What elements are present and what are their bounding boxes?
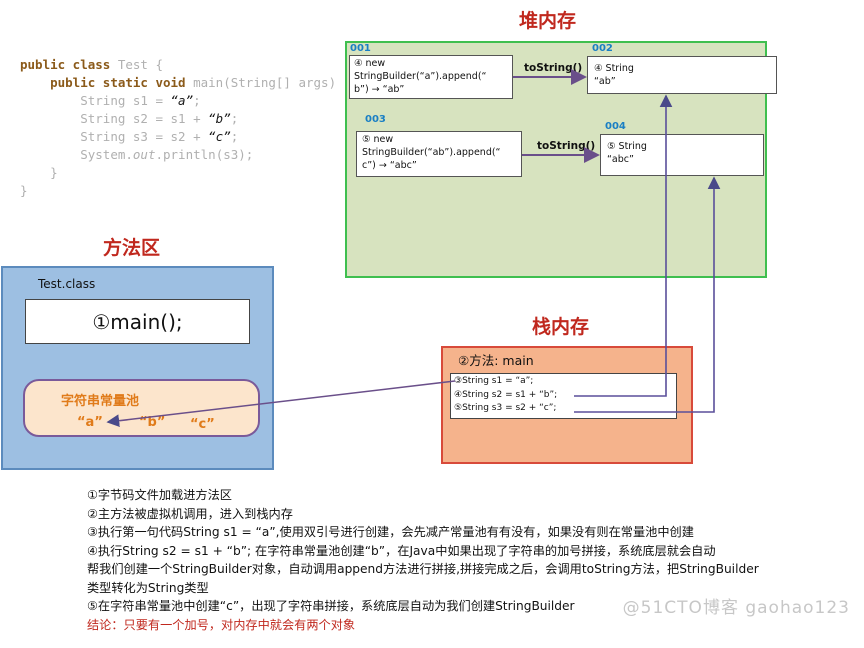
code-keyword: public static void (50, 75, 186, 90)
code-method-name: main (185, 75, 224, 90)
object-text: “ab” (594, 76, 616, 87)
stack-line: ③String s1 = “a”; (454, 376, 534, 386)
code-brace: } (20, 183, 28, 198)
heap-object-id: 004 (605, 121, 626, 132)
code-string: “c” (208, 129, 231, 144)
code-text: String s3 = s2 + (80, 129, 209, 144)
object-text: ⑤ new (362, 134, 394, 145)
pool-value: “b” (139, 415, 166, 430)
code-text: (String[] args) (223, 75, 337, 90)
heap-object-003: ⑤ new StringBuilder(“ab”).append(“ c”) →… (356, 131, 522, 177)
main-method-box: ①main(); (25, 299, 250, 344)
code-text: .println(s3); (155, 147, 254, 162)
code-text: ; (193, 93, 201, 108)
code-field: out (132, 147, 156, 162)
watermark: @51CTO博客 gaohao123 (622, 598, 850, 618)
object-text: StringBuilder(“ab”).append(“ (362, 147, 501, 158)
pool-value: “a” (77, 415, 103, 430)
heap-object-id: 001 (350, 43, 371, 54)
object-text: ⑤ String (607, 141, 647, 152)
tostring-label: toString() (524, 62, 583, 74)
heap-object-001: ④ new StringBuilder(“a”).append(“ b”) → … (349, 55, 513, 99)
heap-object-002: ④ String “ab” (587, 56, 777, 94)
code-text: String s1 = (80, 93, 171, 108)
note-line: 帮我们创建一个StringBuilder对象，自动调用append方法进行拼接,… (87, 562, 759, 576)
pool-title: 字符串常量池 (61, 394, 140, 409)
heap-object-004: ⑤ String “abc” (600, 134, 764, 176)
code-brace: } (50, 165, 58, 180)
class-label: Test.class (38, 277, 96, 291)
conclusion-line: 结论：只要有一个加号，对内存中就会有两个对象 (87, 617, 356, 632)
stack-line: ⑤String s3 = s2 + “c”; (454, 403, 557, 413)
object-text: StringBuilder(“a”).append(“ (354, 71, 487, 82)
pool-value: “c” (190, 417, 215, 432)
code-keyword: public class (20, 57, 111, 72)
reference-arrow-s1 (106, 380, 456, 428)
tostring-label: toString() (537, 140, 596, 152)
note-line: ②主方法被虚拟机调用，进入到栈内存 (87, 506, 293, 521)
code-text: ; (230, 111, 239, 126)
code-text: String s2 = s1 + (80, 111, 209, 126)
heap-title: 堆内存 (519, 10, 577, 32)
code-text: ; (230, 129, 239, 144)
object-text: ④ String (594, 63, 634, 74)
note-line: ①字节码文件加载进方法区 (87, 488, 232, 502)
object-text: b”) → “ab” (354, 84, 405, 95)
object-text: “abc” (607, 154, 634, 165)
stack-line: ④String s2 = s1 + “b”; (454, 389, 558, 400)
heap-object-id: 002 (592, 43, 613, 54)
explanation-notes: ①字节码文件加载进方法区 ②主方法被虚拟机调用，进入到栈内存 ③执行第一句代码S… (87, 486, 759, 634)
code-text: System. (80, 147, 133, 162)
code-string: “a” (170, 93, 194, 108)
object-text: c”) → “abc” (362, 160, 417, 171)
stack-frame-label: ②方法: main (458, 353, 534, 368)
reference-arrow-s3 (574, 176, 721, 413)
reference-arrow-s2 (574, 94, 673, 397)
code-listing: public class Test { public static void m… (20, 56, 336, 200)
object-text: ④ new (354, 58, 386, 69)
note-line: ③执行第一句代码String s1 = “a”,使用双引号进行创建，会先减产常量… (87, 525, 694, 539)
code-text: Test { (110, 57, 163, 72)
note-line: ⑤在字符串常量池中创建“c”，出现了字符串拼接，系统底层自动为我们创建Strin… (87, 599, 575, 613)
heap-object-id: 003 (365, 114, 386, 125)
method-area-title: 方法区 (103, 237, 161, 259)
code-string: “b” (208, 111, 231, 126)
note-line: ④执行String s2 = s1 + “b”; 在字符串常量池创建“b”，在J… (87, 543, 716, 558)
stack-title: 栈内存 (532, 316, 590, 338)
note-line: 类型转化为String类型 (87, 580, 209, 595)
